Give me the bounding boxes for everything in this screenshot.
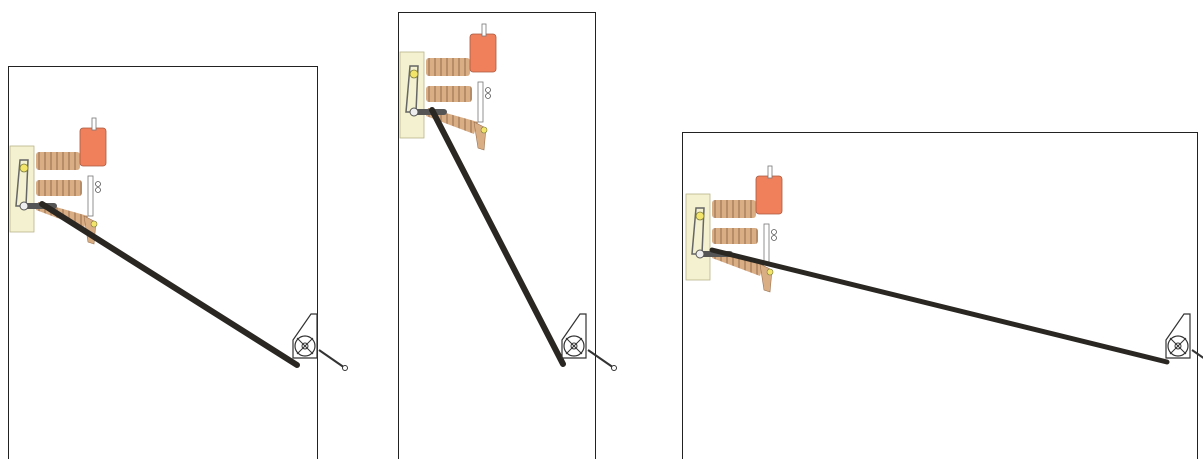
panel-1-switch-assembly: [10, 118, 106, 244]
panel-3-operating-rod: [709, 247, 1170, 365]
panel-1-mechanism: [292, 313, 349, 372]
panel-1-operating-rod: [39, 201, 300, 368]
panel-2: [398, 12, 618, 459]
panel-3-switch-assembly: [686, 166, 782, 292]
panel-1: [8, 66, 349, 459]
panel-2-switch-assembly: [400, 24, 496, 150]
panel-3: [682, 132, 1203, 459]
panel-2-operating-rod: [429, 107, 566, 367]
panel-3-frame: [682, 132, 1198, 459]
panel-2-mechanism: [561, 313, 618, 372]
panel-2-frame: [398, 12, 596, 459]
panel-1-frame: [8, 66, 318, 459]
